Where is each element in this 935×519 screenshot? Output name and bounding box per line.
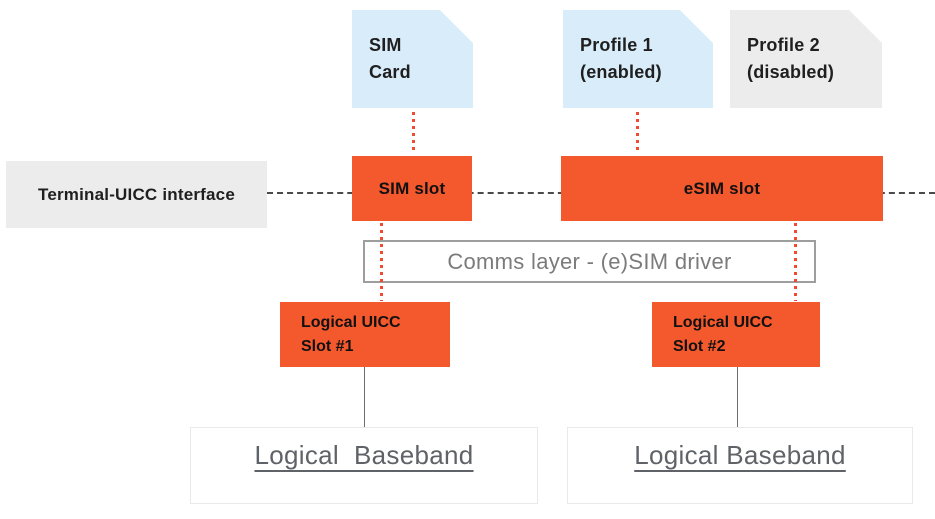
sim-card-label-line2: Card xyxy=(369,62,411,82)
logical-uicc-slot2-line1: Logical UICC xyxy=(673,313,773,331)
connector-slot1-to-baseband xyxy=(364,367,365,427)
logical-uicc-slot1-box: Logical UICC Slot #1 xyxy=(280,302,450,367)
logical-uicc-slot2-box: Logical UICC Slot #2 xyxy=(652,302,820,367)
esim-slot-label: eSIM slot xyxy=(683,178,761,198)
terminal-uicc-interface-box: Terminal-UICC interface xyxy=(6,161,267,228)
profile2-disabled-shape: Profile 2 (disabled) xyxy=(730,10,882,108)
sim-slot-box: SIM slot xyxy=(352,156,472,221)
sim-slot-label: SIM slot xyxy=(378,178,446,198)
profile1-label-line2: (enabled) xyxy=(580,62,662,82)
comms-layer-label: Comms layer - (e)SIM driver xyxy=(447,248,732,274)
esim-slot-box: eSIM slot xyxy=(561,156,883,221)
profile2-label-line1: Profile 2 xyxy=(747,35,820,55)
logical-baseband-left-label: Logical Baseband xyxy=(254,440,474,470)
logical-uicc-slot1-line1: Logical UICC xyxy=(301,313,401,331)
profile1-label-line1: Profile 1 xyxy=(580,35,653,55)
connector-simcard-to-simslot xyxy=(412,112,415,154)
profile2-label-line2: (disabled) xyxy=(747,62,835,82)
logical-baseband-right-label: Logical Baseband xyxy=(634,440,846,470)
connector-esimslot-to-logical-slot2 xyxy=(794,223,797,301)
terminal-uicc-interface-label: Terminal-UICC interface xyxy=(38,184,235,204)
logical-baseband-left-box: Logical Baseband xyxy=(190,427,538,504)
connector-simslot-to-logical-slot1 xyxy=(380,223,383,301)
logical-uicc-slot1-line2: Slot #1 xyxy=(301,337,354,355)
comms-layer-box: Comms layer - (e)SIM driver xyxy=(363,240,816,283)
profile1-enabled-shape: Profile 1 (enabled) xyxy=(563,10,713,108)
connector-profile1-to-esimslot xyxy=(636,112,639,154)
sim-card-shape: SIM Card xyxy=(352,10,473,108)
logical-uicc-slot2-line2: Slot #2 xyxy=(673,337,726,355)
logical-baseband-right-box: Logical Baseband xyxy=(567,427,913,504)
sim-card-label-line1: SIM xyxy=(369,35,402,55)
connector-slot2-to-baseband xyxy=(737,367,738,427)
